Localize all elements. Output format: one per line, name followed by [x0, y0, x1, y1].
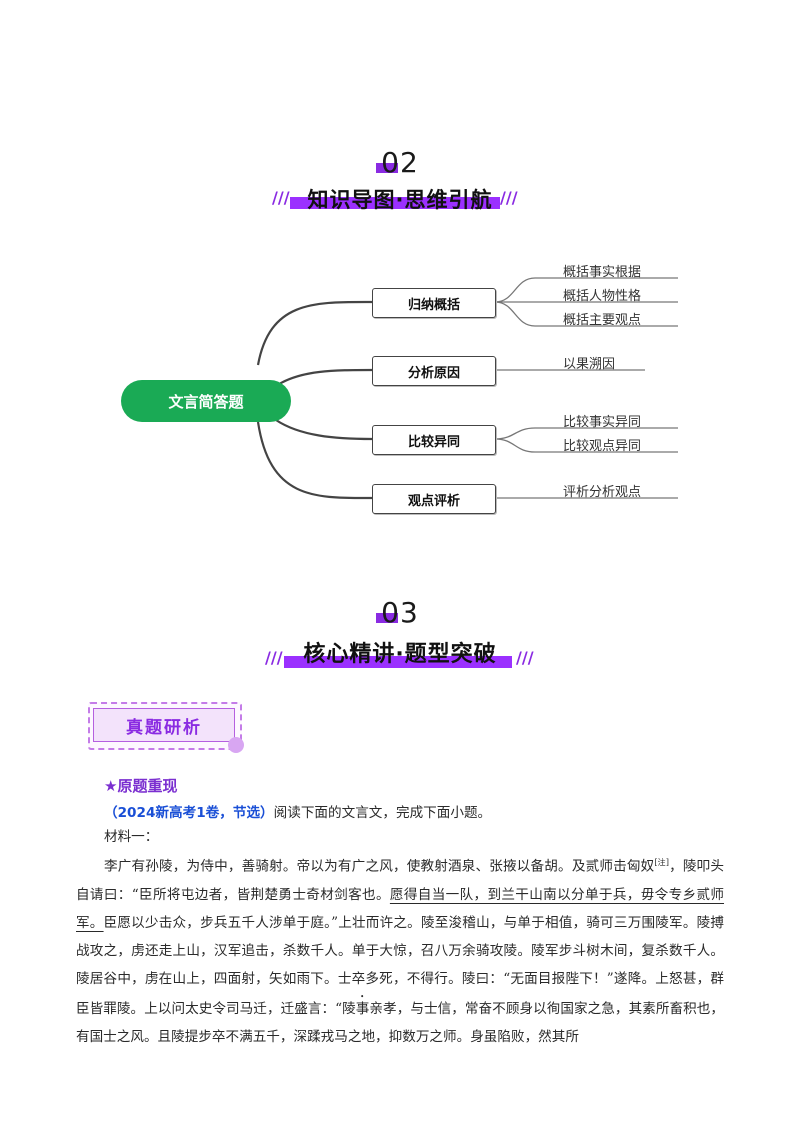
decor-slashes-right: ///: [500, 188, 518, 207]
mindmap-branch-evaluate: 观点评析: [372, 484, 496, 514]
passage-underlined-sentence: 愿得自当一队，到兰干山南以分单于兵，毋令专乡贰师军。: [76, 886, 725, 931]
section-number-bar: [376, 613, 398, 623]
mindmap-leaf: 概括事实根据: [563, 265, 642, 280]
passage-text: 臣愿以少击众，步兵五千人涉单于庭。”上壮而许之。陵至浚稽山，与单于相值，骑可三万…: [76, 914, 725, 1017]
passage: 李广有孙陵，为侍中，善骑射。帝以为有广之风，使教射酒泉、张掖以备胡。及贰师击匈奴…: [76, 849, 724, 1051]
mindmap-connectors: [256, 277, 678, 500]
badge-dot-decor: [228, 737, 244, 753]
mindmap-leaf: 评析分析观点: [563, 485, 642, 500]
mindmap-branch-summarize: 归纳概括: [372, 288, 496, 318]
passage-emphasized-char: 事: [355, 1000, 370, 1017]
mindmap-branch-analyze-cause: 分析原因: [372, 356, 496, 386]
footnote-marker: [注]: [654, 858, 669, 867]
passage-text: 李广有孙陵，为侍中，善骑射。帝以为有广之风，使教射酒泉、张掖以备胡。及贰师击匈奴: [104, 858, 655, 875]
section-number-bar: [376, 163, 398, 173]
mindmap-leaf: 概括人物性格: [563, 289, 642, 304]
question-source: （2024新高考1卷，节选）: [104, 805, 274, 821]
decor-slashes-left: ///: [272, 188, 290, 207]
section-number: 03: [381, 596, 419, 629]
mindmap-leaf: 比较观点异同: [563, 439, 642, 454]
mindmap-leaf: 以果溯因: [563, 357, 616, 372]
decor-slashes-right: ///: [516, 648, 534, 667]
question-line: （2024新高考1卷，节选）阅读下面的文言文，完成下面小题。: [104, 799, 491, 827]
material-label: 材料一：: [104, 829, 159, 845]
section-title: 知识导图·思维引航: [307, 188, 493, 212]
decor-slashes-left: ///: [265, 648, 283, 667]
passage-text: 亲孝，与士信，常奋不顾身以徇国家之急，其素所畜积也，有国士之风。且陵提步卒不满五…: [76, 1000, 724, 1045]
section-title: 核心精讲·题型突破: [303, 642, 497, 667]
passage-text: ，陵叩头自请曰：“臣所将屯边者，皆荆楚勇士奇材剑客也。: [76, 858, 725, 903]
mindmap-leaf: 概括主要观点: [563, 313, 642, 328]
section-title-bar: [290, 197, 500, 209]
question-instruction: 阅读下面的文言文，完成下面小题。: [273, 805, 492, 821]
badge-label: 真题研析: [93, 708, 235, 742]
mindmap-root: 文言简答题: [121, 380, 291, 422]
subheading: ★原题重现: [104, 777, 178, 795]
section-title-bar: [284, 656, 512, 668]
mindmap-branch-compare: 比较异同: [372, 425, 496, 455]
section-number: 02: [381, 146, 419, 179]
mindmap-leaf: 比较事实异同: [563, 415, 642, 430]
